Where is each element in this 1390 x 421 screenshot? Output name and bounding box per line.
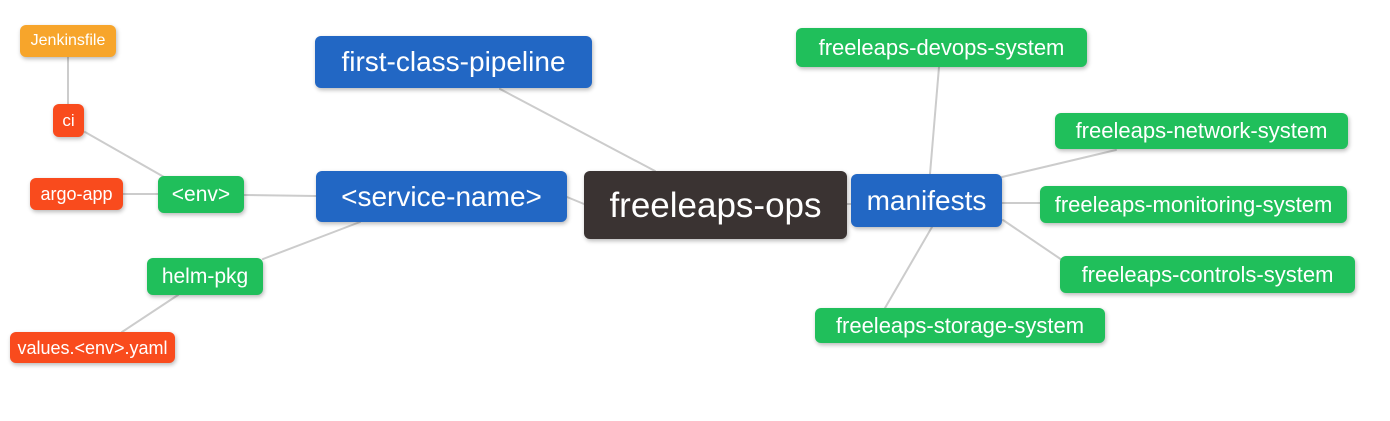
node-jenkinsfile[interactable]: Jenkinsfile bbox=[20, 25, 116, 57]
node-env[interactable]: <env> bbox=[158, 176, 244, 213]
node-freeleaps-ops[interactable]: freeleaps-ops bbox=[584, 171, 847, 239]
node-freeleaps-monitoring-system[interactable]: freeleaps-monitoring-system bbox=[1040, 186, 1347, 223]
edge-manifests-to-freeleaps-devops-system bbox=[929, 66, 940, 175]
edge-service-name-to-freeleaps-ops bbox=[566, 196, 585, 205]
node-values-env-yaml[interactable]: values.<env>.yaml bbox=[10, 332, 175, 363]
edge-manifests-to-freeleaps-network-system bbox=[1001, 149, 1117, 178]
node-helm-pkg[interactable]: helm-pkg bbox=[147, 258, 263, 295]
node-service-name[interactable]: <service-name> bbox=[316, 171, 567, 222]
node-argo-app[interactable]: argo-app bbox=[30, 178, 123, 210]
edge-ci-to-env bbox=[84, 131, 165, 178]
node-ci[interactable]: ci bbox=[53, 104, 84, 137]
edge-helm-pkg-to-values-env-yaml bbox=[121, 294, 179, 333]
node-freeleaps-devops-system[interactable]: freeleaps-devops-system bbox=[796, 28, 1087, 67]
edge-env-to-service-name bbox=[243, 194, 317, 197]
edge-service-name-to-helm-pkg bbox=[262, 221, 361, 260]
node-freeleaps-storage-system[interactable]: freeleaps-storage-system bbox=[815, 308, 1105, 343]
edge-manifests-to-freeleaps-storage-system bbox=[884, 226, 933, 309]
node-first-class-pipeline[interactable]: first-class-pipeline bbox=[315, 36, 592, 88]
edge-first-class-pipeline-to-freeleaps-ops bbox=[499, 88, 656, 172]
edge-manifests-to-freeleaps-controls-system bbox=[1002, 219, 1063, 261]
node-freeleaps-network-system[interactable]: freeleaps-network-system bbox=[1055, 113, 1348, 149]
node-freeleaps-controls-system[interactable]: freeleaps-controls-system bbox=[1060, 256, 1355, 293]
node-manifests[interactable]: manifests bbox=[851, 174, 1002, 227]
